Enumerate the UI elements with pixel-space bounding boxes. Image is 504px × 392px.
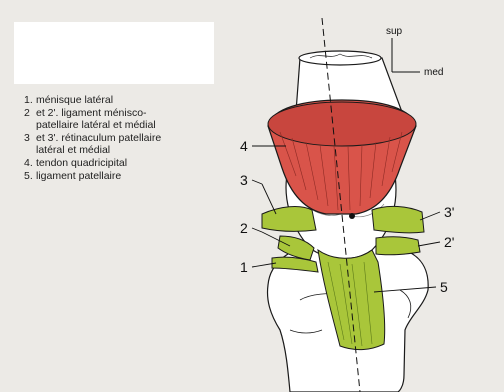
medial-meniscopatellar-ligament [376,237,420,255]
callout-2-prime: 2' [444,234,454,250]
axis-point [349,213,355,219]
callout-5: 5 [440,279,448,295]
callout-1: 1 [240,259,248,275]
callout-3-prime: 3' [444,204,454,220]
sup-label: sup [386,26,403,37]
med-label: med [424,67,443,78]
lateral-retinaculum [262,207,316,232]
medial-retinaculum [372,206,424,232]
callout-3: 3 [240,172,248,188]
orientation-marker: sup med [386,26,443,78]
callout-2: 2 [240,220,248,236]
callout-4: 4 [240,138,248,154]
